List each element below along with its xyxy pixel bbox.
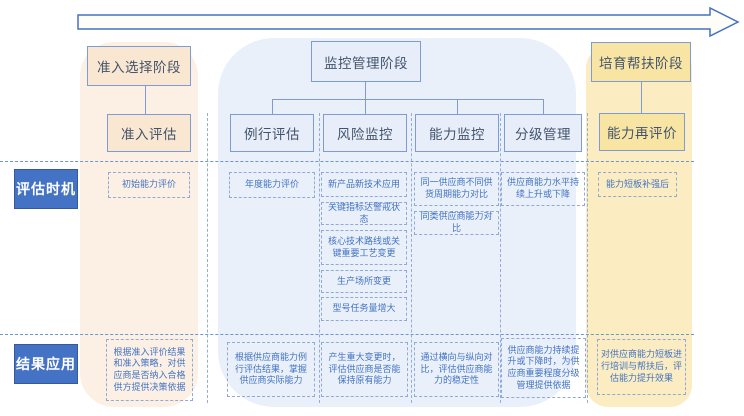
row-label-evaluation-timing: 评估时机 [14, 169, 78, 209]
connector-line [272, 99, 543, 101]
result-item: 供应商能力持续提升或下降时，为供应商重要程度分级管理提供依据 [501, 338, 586, 398]
column-separator [207, 113, 208, 403]
timing-item: 年度能力评价 [229, 172, 315, 198]
result-item: 根据准入评价结果和准入策略，对供应商是否纳入合格供方提供决策依据 [106, 339, 193, 401]
timing-item: 供应商能力水平持续上升或下降 [501, 172, 585, 206]
connector-line [641, 82, 643, 113]
column-separator [500, 113, 501, 403]
result-item: 根据供应商能力例行评估结果，掌握供应商实际能力 [227, 342, 315, 397]
substage-capability-monitoring: 能力监控 [415, 114, 499, 152]
timing-item: 生产场所变更 [321, 270, 407, 293]
row-separator-result [0, 334, 694, 335]
row-separator-timing [0, 161, 694, 162]
stage-cultivation-header: 培育帮扶阶段 [591, 42, 691, 82]
connector-line [365, 99, 367, 114]
stage-admission-header: 准入选择阶段 [87, 46, 191, 86]
connector-line [145, 86, 147, 114]
stage-monitoring-header: 监控管理阶段 [311, 41, 421, 82]
timing-item: 型号任务量增大 [321, 297, 407, 321]
column-separator [319, 113, 320, 403]
timing-item: 新产品新技术应用 [321, 172, 407, 197]
timing-item: 关键指标达警戒状态 [321, 202, 407, 225]
substage-grading-management: 分级管理 [504, 114, 582, 152]
substage-admission-evaluation: 准入评估 [107, 114, 191, 152]
substage-routine-evaluation: 例行评估 [230, 114, 314, 152]
timing-item: 初始能力评价 [108, 172, 190, 198]
result-item: 通过横向与纵向对比，评估供应商能力的稳定性 [414, 342, 499, 397]
connector-line [457, 99, 459, 114]
substage-risk-monitoring: 风险监控 [323, 114, 407, 152]
result-item: 产生重大变更时，评估供应商是否能保持原有能力 [321, 342, 408, 397]
column-separator [411, 113, 412, 403]
connector-line [272, 99, 274, 114]
connector-line [543, 99, 545, 114]
substage-capability-reevaluation: 能力再评价 [599, 113, 685, 151]
timing-item: 同一供应商不同供货周期能力对比 [414, 172, 499, 206]
stage-cultivation-background [586, 46, 692, 407]
process-flow-arrow [74, 5, 742, 39]
row-label-result-application: 结果应用 [14, 344, 78, 384]
column-separator [587, 113, 588, 403]
timing-item: 同类供应商能力对比 [414, 211, 499, 235]
timing-item: 能力短板补强后 [598, 172, 677, 197]
timing-item: 核心技术路线或关键重要工艺变更 [321, 230, 407, 265]
result-item: 对供应商能力短板进行培训与帮扶后，评估能力提升效果 [597, 339, 686, 395]
stage-admission-background [80, 42, 198, 407]
connector-line [365, 82, 367, 99]
